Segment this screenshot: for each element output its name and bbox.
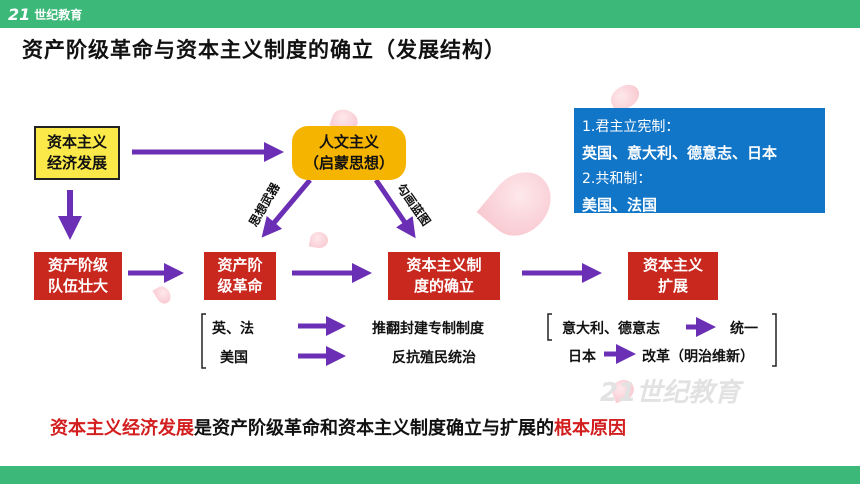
- box-humanism-label: 人文主义 （启蒙思想）: [303, 133, 394, 172]
- logo: 21 世纪教育: [8, 4, 82, 24]
- info-line-1: 1.君主立宪制：: [582, 119, 680, 135]
- arrow-humanism-to-system: [373, 178, 416, 239]
- box-capitalist-economy: 资本主义 经济发展: [34, 126, 120, 180]
- box-capitalist-expansion-label: 资本主义 扩展: [642, 256, 703, 295]
- row-mid-1: 推翻封建专制制度: [372, 321, 484, 337]
- info-box-government-forms: 1.君主立宪制： 英国、意大利、德意志、日本 2.共和制： 美国、法国: [574, 108, 825, 214]
- row-mid-2: 反抗殖民统治: [392, 350, 476, 366]
- top-bar: 21 世纪教育: [0, 0, 860, 28]
- conclusion-text: 资本主义经济发展是资产阶级革命和资本主义制度确立与扩展的根本原因: [50, 414, 626, 440]
- box-capitalist-system: 资本主义制 度的确立: [388, 252, 500, 300]
- conclusion-middle: 是资产阶级革命和资本主义制度确立与扩展的: [194, 418, 554, 439]
- row-right-2b: 改革（明治维新）: [642, 349, 754, 365]
- right-bracket-open: [547, 313, 552, 341]
- box-capitalist-economy-label: 资本主义 经济发展: [46, 133, 107, 172]
- row-right-1a: 意大利、德意志: [562, 321, 660, 337]
- box-bourgeois-revolution-label: 资产阶 级革命: [217, 256, 263, 295]
- box-bourgeois-revolution: 资产阶 级革命: [204, 252, 276, 300]
- box-bourgeois-class: 资产阶级 队伍壮大: [34, 252, 122, 300]
- right-bracket-close: [772, 313, 777, 367]
- logo-name: 世纪教育: [34, 7, 83, 22]
- conclusion-highlight-root-cause: 根本原因: [554, 418, 626, 439]
- page-title: 资产阶级革命与资本主义制度的确立（发展结构）: [22, 38, 506, 62]
- box-capitalist-expansion: 资本主义 扩展: [628, 252, 718, 300]
- bottom-bar: [0, 466, 860, 484]
- box-capitalist-system-label: 资本主义制 度的确立: [406, 256, 482, 295]
- box-bourgeois-class-label: 资产阶级 队伍壮大: [47, 256, 108, 295]
- box-humanism: 人文主义 （启蒙思想）: [292, 126, 406, 180]
- row-left-2: 美国: [220, 350, 248, 366]
- row-left-1: 英、法: [212, 321, 254, 337]
- left-bracket: [201, 313, 206, 369]
- conclusion-highlight-economy: 资本主义经济发展: [50, 418, 194, 439]
- arrow-humanism-to-revolution: [261, 178, 312, 238]
- logo-mark: 21: [8, 4, 31, 24]
- info-line-3: 2.共和制：: [582, 171, 652, 187]
- row-right-2a: 日本: [568, 349, 596, 365]
- row-right-1b: 统一: [730, 321, 758, 337]
- info-line-4: 美国、法国: [582, 196, 658, 214]
- info-line-2: 英国、意大利、德意志、日本: [582, 144, 778, 162]
- watermark: 21世纪教育: [600, 378, 741, 408]
